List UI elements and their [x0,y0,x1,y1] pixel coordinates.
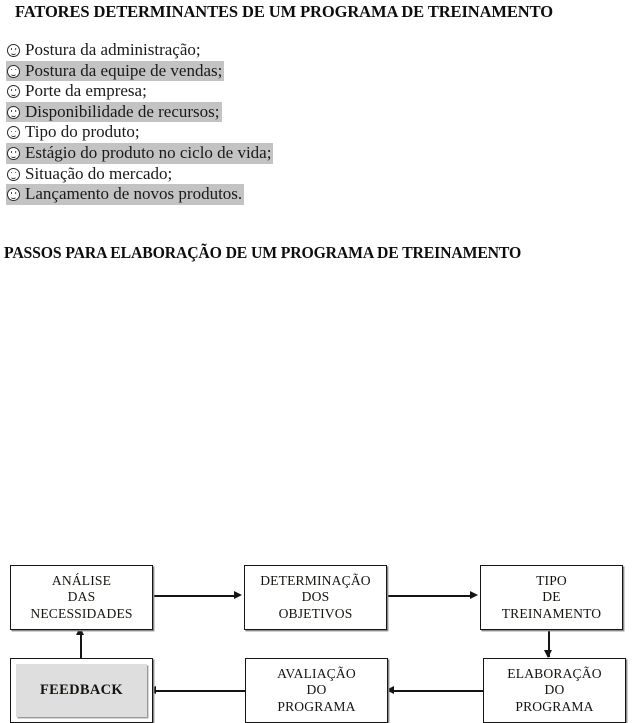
list-item: Tipo do produto; [6,122,426,143]
list-item-label: Tipo do produto; [25,122,140,142]
smiley-face-icon [7,105,20,119]
flow-box-analise[interactable]: ANÁLISE DAS NECESSIDADES [10,565,153,630]
factors-list: Postura da administração; Postura da equ… [6,40,426,205]
flow-box-line: PROGRAMA [515,698,594,714]
flow-box-line: DETERMINAÇÃO [260,572,371,588]
arrowhead-to-determinacao [234,590,242,599]
list-item-label: Porte da empresa; [25,81,147,101]
flow-box-line: PROGRAMA [277,698,356,714]
list-item-label: Postura da equipe de vendas; [25,60,223,80]
list-item: Postura da administração; [6,40,426,61]
training-program-flowchart: ANÁLISE DAS NECESSIDADES DETERMINAÇÃO DO… [0,275,638,723]
page-title-steps: PASSOS PARA ELABORAÇÃO DE UM PROGRAMA DE… [4,243,522,262]
smiley-face-icon [7,167,20,181]
list-item: Disponibilidade de recursos; [6,101,426,123]
flow-box-line: NECESSIDADES [30,605,133,621]
flow-box-line: DAS [67,589,96,605]
smiley-face-icon [7,64,20,78]
flow-box-line: ANÁLISE [51,572,112,588]
flow-box-avaliacao[interactable]: AVALIAÇÃO DO PROGRAMA [245,658,388,723]
flow-box-line: ELABORAÇÃO [507,665,602,681]
flow-box-line: OBJETIVOS [278,605,353,621]
connector-determinacao-to-tipo [386,595,474,597]
smiley-face-icon [7,146,20,160]
connector-elaboracao-to-avaliacao [388,690,484,692]
list-item: Lançamento de novos produtos. [6,184,426,205]
flow-box-feedback[interactable]: FEEDBACK [10,658,153,723]
arrowhead-to-elaboracao [544,650,553,658]
smiley-face-icon [7,188,20,202]
flow-box-line: AVALIAÇÃO [277,665,356,681]
flow-box-line: DOS [301,589,330,605]
arrowhead-to-tipo [470,590,478,599]
flow-box-line: FEEDBACK [40,682,123,699]
list-item-label: Situação do mercado; [25,163,173,183]
list-item: Postura da equipe de vendas; [6,60,426,82]
connector-analise-to-determinacao [152,595,238,597]
list-item-label: Postura da administração; [25,40,201,59]
flow-box-tipo[interactable]: TIPO DE TREINAMENTO [480,565,623,630]
flow-box-line: DO [544,682,565,698]
flow-box-determinacao[interactable]: DETERMINAÇÃO DOS OBJETIVOS [244,565,387,630]
flow-box-line: TIPO [536,572,567,588]
list-item: Situação do mercado; [6,164,426,185]
smiley-face-icon [7,85,20,99]
flow-box-line: TREINAMENTO [501,605,602,621]
list-item-label: Estágio do produto no ciclo de vida; [25,142,272,162]
smiley-face-icon [7,44,20,57]
connector-avaliacao-to-feedback [152,690,250,692]
list-item: Porte da empresa; [6,81,426,102]
flow-box-line: DO [306,682,327,698]
list-item-label: Lançamento de novos produtos. [25,184,243,204]
page-title-factors: FATORES DETERMINANTES DE UM PROGRAMA DE … [15,2,553,21]
flow-box-elaboracao[interactable]: ELABORAÇÃO DO PROGRAMA [483,658,626,723]
flow-box-line: DE [542,589,561,605]
smiley-face-icon [7,126,20,140]
list-item-label: Disponibilidade de recursos; [25,101,220,121]
list-item: Estágio do produto no ciclo de vida; [6,142,426,164]
